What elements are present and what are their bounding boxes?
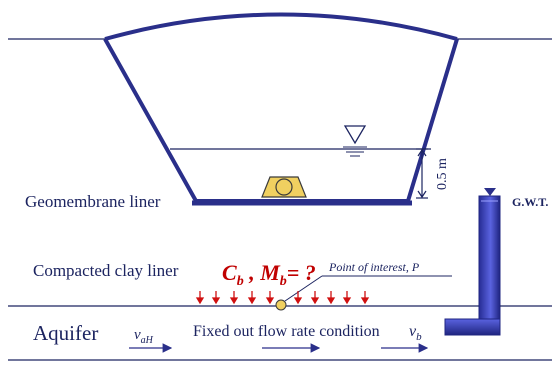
waste-container-icon (261, 176, 307, 198)
water-level-icon (343, 125, 367, 157)
landfill-cover-dome (104, 12, 458, 41)
depth-dimension (416, 148, 428, 199)
point-of-interest-marker (275, 299, 287, 311)
gwt-label: G.W.T. (512, 195, 548, 209)
velocity-vb-label: vb (409, 323, 422, 343)
flow-condition-label: Fixed out flow rate condition (193, 323, 380, 340)
point-leader (284, 275, 323, 302)
point-of-interest-label: Point of interest, P (328, 260, 420, 274)
gwt-standpipe (444, 195, 501, 336)
clay-liner-label: Compacted clay liner (33, 261, 179, 280)
gwt-icon (484, 188, 496, 196)
downward-flux-arrows (195, 291, 370, 305)
unknown-concentration-mass: Cb , Mb= ? (222, 260, 316, 289)
geomembrane-label: Geomembrane liner (25, 192, 161, 211)
aquifer-label: Aquifer (33, 321, 98, 345)
depth-label: 0.5 m (435, 158, 450, 190)
velocity-vah-label: vaH (134, 327, 154, 346)
